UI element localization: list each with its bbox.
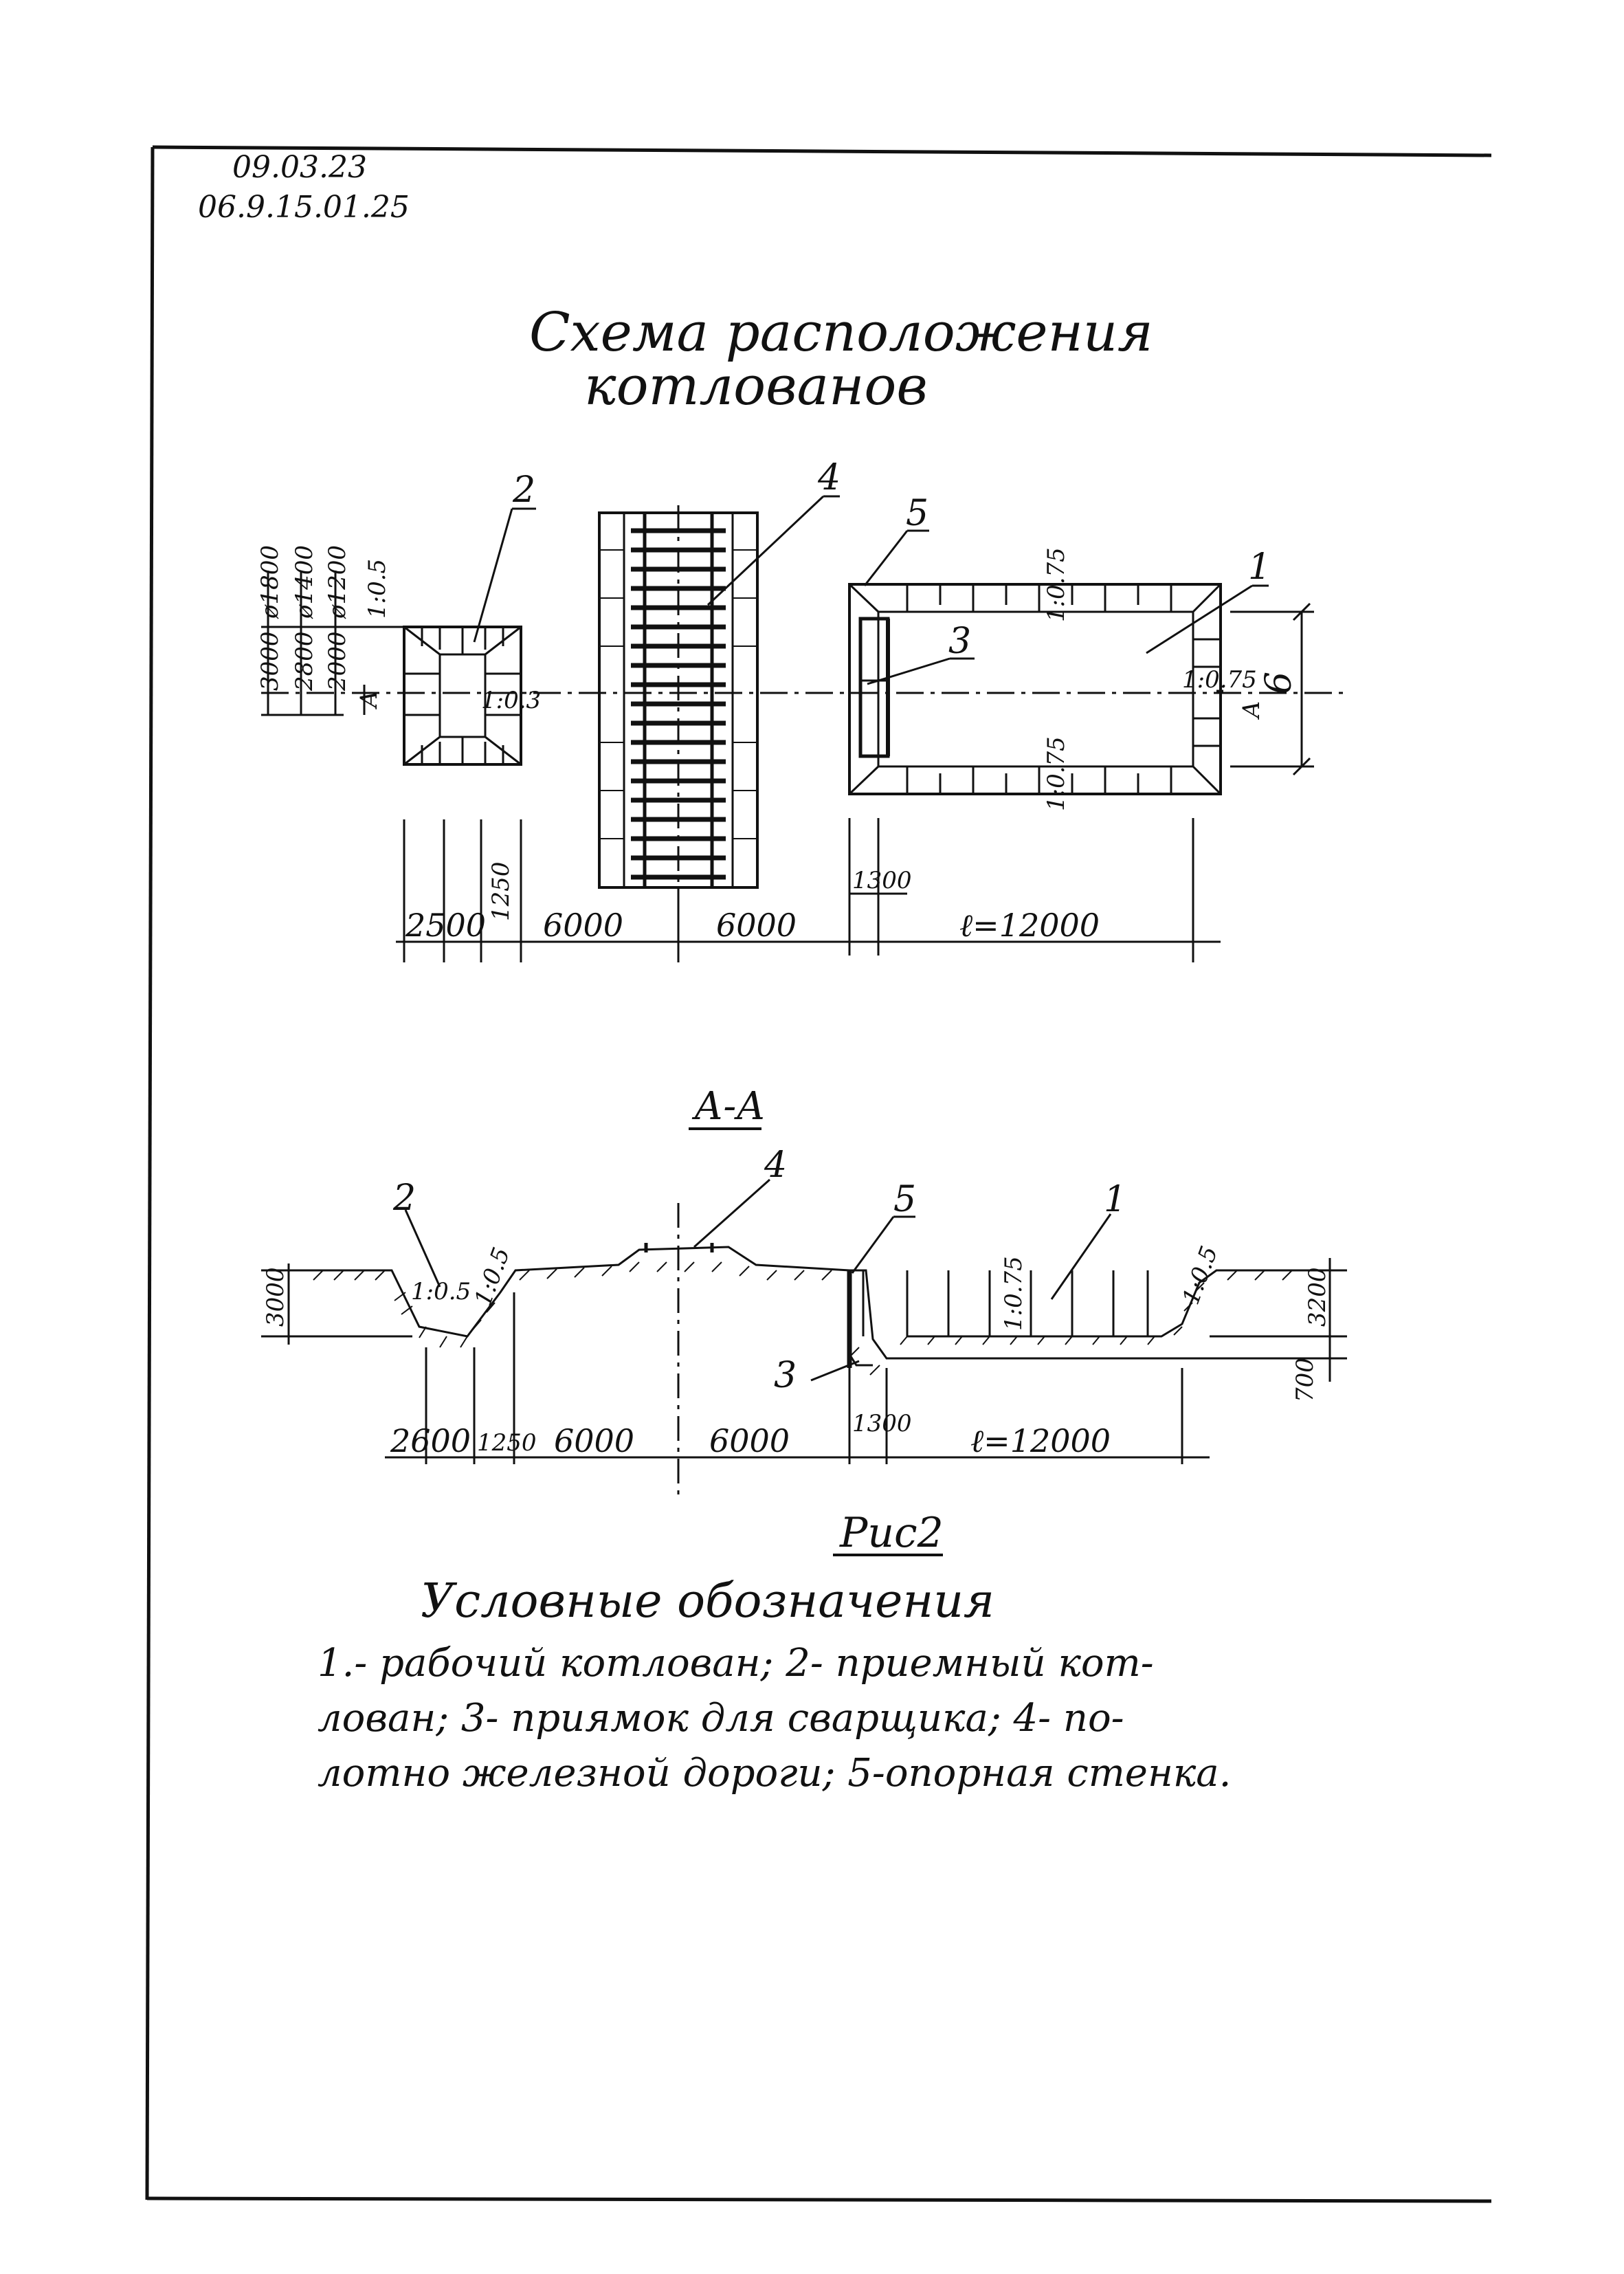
plan-callout-2: 2 — [512, 470, 535, 511]
section-callout-4: 4 — [764, 1145, 787, 1186]
plan-callout-3: 3 — [948, 621, 971, 662]
slope-pit1-bottom: 1:0.75 — [1043, 736, 1070, 811]
plan-left-dimensions — [261, 571, 404, 716]
legend-line-1: 1.- рабочий котлован; 2- приемный кот- — [318, 1641, 1154, 1686]
railway-sleepers — [631, 528, 726, 880]
section-left-depth: 3000 — [262, 1267, 289, 1327]
plan-dim-6000a: 6000 — [543, 907, 623, 944]
plan-callout-1: 1 — [1248, 547, 1271, 588]
dim-d1200: ø1200 — [324, 545, 351, 619]
dim-d1400: ø1400 — [291, 545, 318, 619]
plan-dim-1250: 1250 — [487, 861, 515, 921]
slope-pit2-top: 1:0.5 — [364, 559, 391, 619]
plan-dim-2500: 2500 — [405, 907, 486, 944]
section-callout-2: 2 — [392, 1178, 416, 1219]
section-label: А-А — [691, 1084, 766, 1129]
section-dim-2600: 2600 — [390, 1422, 471, 1459]
slope-pit1-right: 1:0.75 — [1182, 666, 1257, 694]
section-right-depth: 3200 — [1304, 1267, 1331, 1327]
plan-pit-1 — [848, 583, 1222, 795]
railway-edge-ticks — [599, 549, 757, 839]
legend-heading: Условные обозначения — [421, 1574, 994, 1629]
slope-pit2-side: 1:0.3 — [481, 687, 541, 714]
dim-3000: 3000 — [256, 631, 284, 691]
section-slope-4: 1:0.5 — [1177, 1242, 1223, 1308]
section-callout-3: 3 — [774, 1355, 797, 1396]
plan-callout-4: 4 — [817, 457, 841, 498]
sheet-frame — [145, 145, 1492, 2203]
section-dim-1300: 1300 — [852, 1410, 912, 1437]
dim-2800: 2800 — [291, 631, 318, 692]
section-slope-2: 1:0.5 — [469, 1244, 515, 1310]
doc-code-1: 09.03.23 — [232, 150, 367, 185]
title-line-2: котлованов — [584, 355, 928, 417]
plan-dim-1300: 1300 — [852, 867, 912, 894]
section-sub-depth: 700 — [1291, 1358, 1319, 1402]
dim-d1800: ø1800 — [256, 545, 284, 619]
plan-dim-6000b: 6000 — [716, 907, 797, 944]
plan-dim-l12000: ℓ=12000 — [959, 907, 1100, 944]
plan-pit1-width: 6 — [1258, 672, 1300, 694]
section-mark-right: А — [1238, 700, 1265, 720]
plan-railway — [598, 505, 759, 894]
plan-pit-2 — [403, 626, 522, 766]
section-callout-1: 1 — [1104, 1179, 1126, 1220]
section-callout-5: 5 — [893, 1179, 916, 1220]
plan-view: 3000 ø1800 2800 ø1400 2000 ø1200 А 1:0.5… — [256, 457, 1347, 962]
figure-label: Рис2 — [839, 1509, 944, 1557]
section-dim-1250: 1250 — [477, 1429, 537, 1457]
title-line-1: Схема расположения — [529, 302, 1153, 364]
section-mark-left: А — [355, 690, 383, 709]
section-dim-6000a: 6000 — [554, 1422, 634, 1459]
legend: Условные обозначения 1.- рабочий котлова… — [318, 1574, 1231, 1796]
section-dim-6000b: 6000 — [709, 1422, 790, 1459]
slope-pit1-top: 1:0.75 — [1043, 547, 1070, 622]
legend-line-3: лотно железной дороги; 5-опорная стенка. — [318, 1751, 1231, 1796]
dim-2000: 2000 — [324, 631, 351, 692]
soil-hatching — [313, 1261, 1293, 1376]
legend-line-2: лован; 3- приямок для сварщика; 4- по- — [318, 1696, 1124, 1741]
plan-callout-5: 5 — [906, 493, 928, 534]
section-slope-3: 1:0.75 — [1000, 1256, 1027, 1331]
section-view: А-А 1:0.5 1:0.5 1:0.75 1:0.5 2 4 5 — [261, 1084, 1347, 1499]
section-dim-l12000: ℓ=12000 — [970, 1422, 1111, 1459]
section-slope-1: 1:0.5 — [411, 1278, 471, 1305]
doc-code-2: 06.9.15.01.25 — [198, 190, 410, 225]
